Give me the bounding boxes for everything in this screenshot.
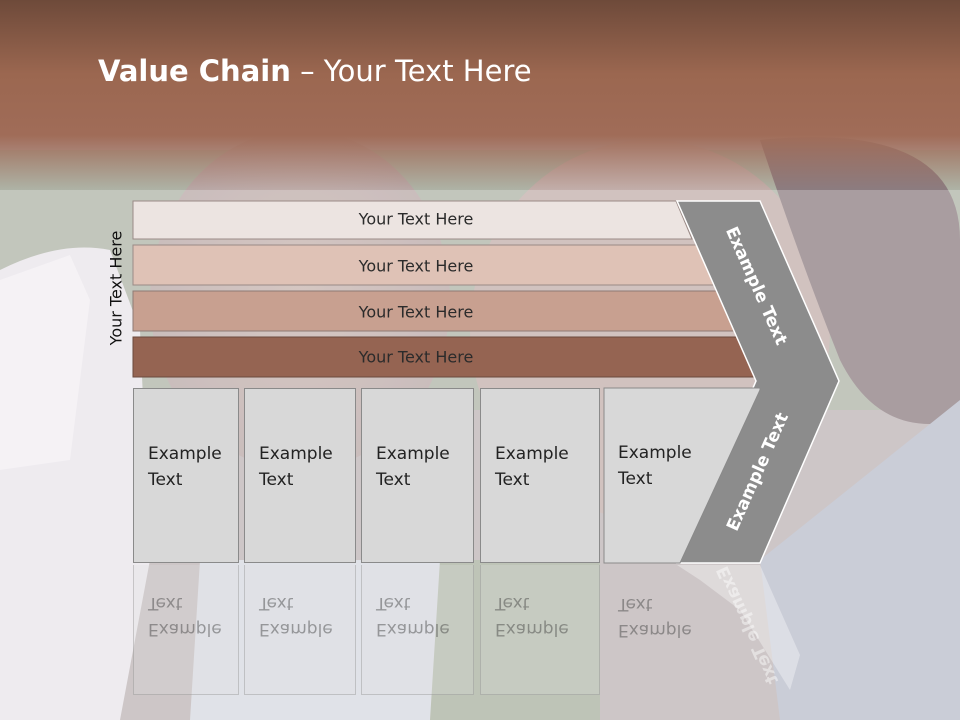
title-rest: – Your Text Here <box>290 54 532 88</box>
box-3-line2: Text <box>376 470 411 490</box>
box-3-line1: Example <box>376 444 450 464</box>
box-4-line1: Example <box>495 444 569 464</box>
title-bold: Value Chain <box>98 54 291 88</box>
row-label-4: Your Text Here <box>358 347 474 367</box>
row-label-1: Your Text Here <box>358 209 474 229</box>
row-label-3: Your Text Here <box>358 302 474 322</box>
side-label: Your Text Here <box>106 230 126 346</box>
row-label-2: Your Text Here <box>358 256 474 276</box>
box-2-line2: Text <box>259 470 294 490</box>
box-1-line1: Example <box>148 444 222 464</box>
box-4-line2: Text <box>495 470 530 490</box>
box-5-shape <box>603 387 761 564</box>
box-5-line1: Example <box>618 443 692 463</box>
box-2-line1: Example <box>259 444 333 464</box>
box-1-line2: Text <box>148 470 183 490</box>
box-5-line2: Text <box>618 469 653 489</box>
slide-title: Value Chain – Your Text Here <box>98 54 532 88</box>
row-bar-1 <box>132 200 693 240</box>
